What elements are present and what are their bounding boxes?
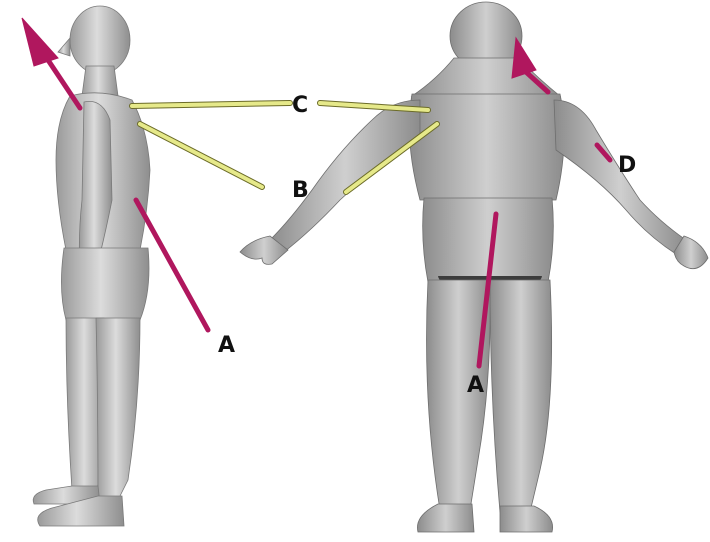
label-a-side: A: [218, 333, 235, 358]
label-a-back: A: [467, 373, 484, 398]
label-b: B: [292, 178, 309, 203]
back-view-figure: [240, 2, 708, 532]
side-view-figure: [33, 6, 150, 526]
label-c: C: [292, 93, 308, 118]
label-d: D: [618, 153, 636, 178]
arrowhead-side: [22, 18, 58, 66]
axis-side-neck-arrow: [44, 54, 80, 108]
